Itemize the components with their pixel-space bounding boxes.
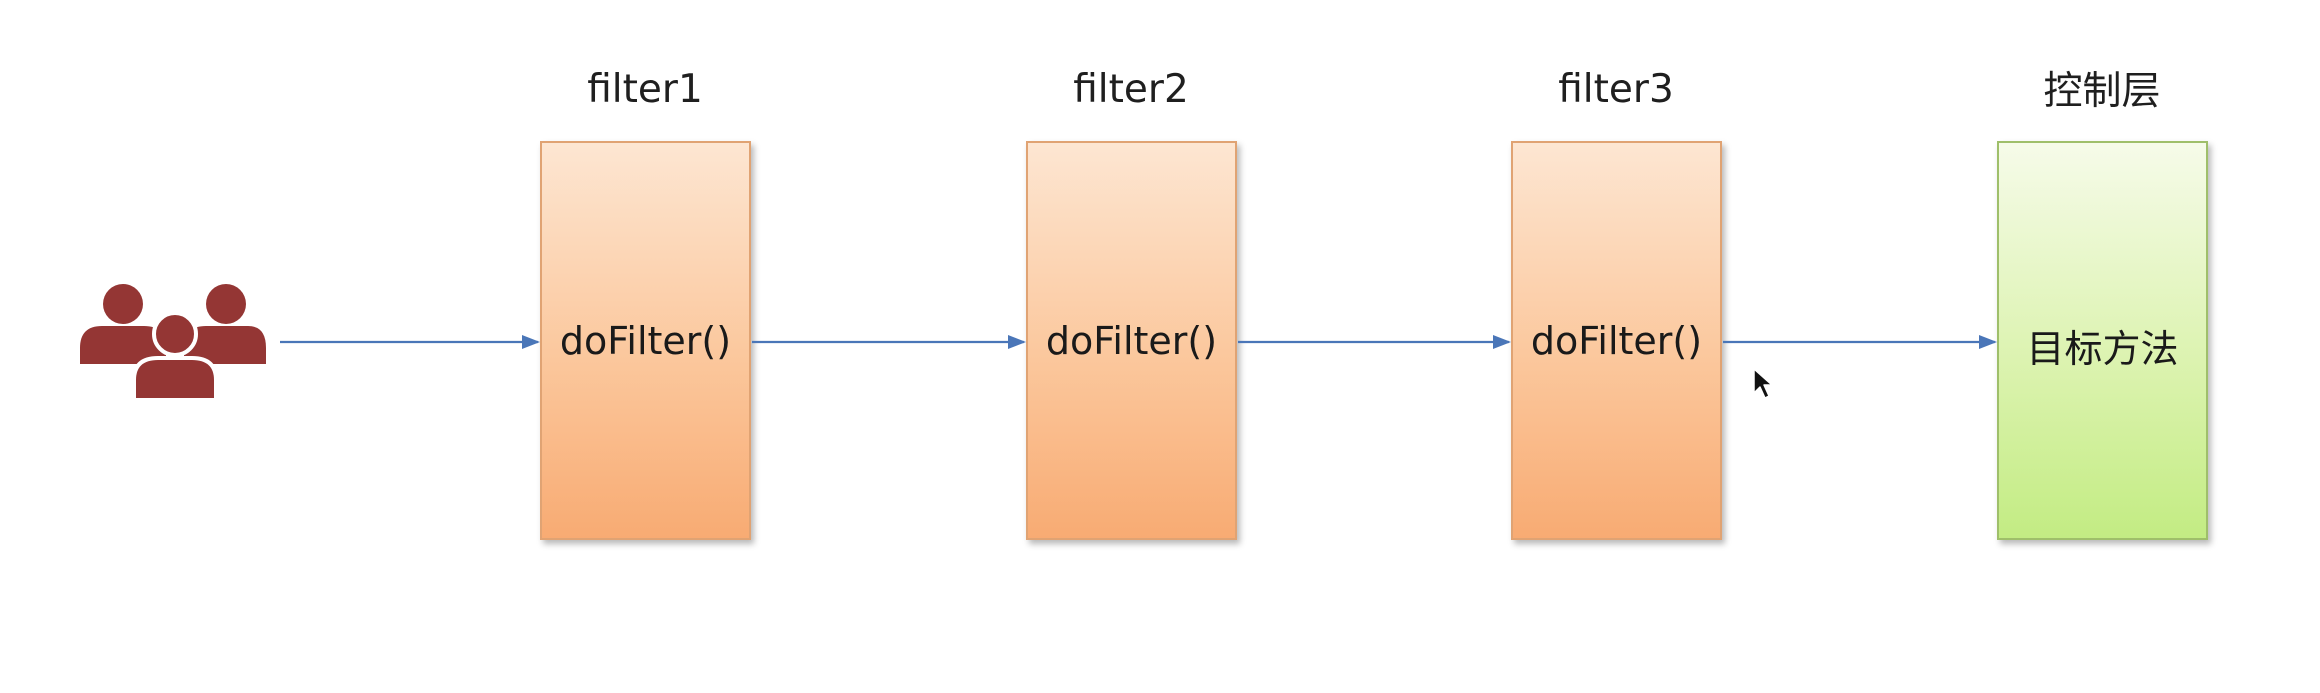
filter2-method: doFilter() xyxy=(1045,318,1218,363)
mouse-pointer-icon xyxy=(1753,368,1773,399)
filter3-method: doFilter() xyxy=(1530,318,1703,363)
filter3-box: doFilter() xyxy=(1511,141,1722,540)
filter2-box: doFilter() xyxy=(1026,141,1237,540)
filter1-method: doFilter() xyxy=(559,318,732,363)
filter1-box: doFilter() xyxy=(540,141,751,540)
users-group-icon xyxy=(80,284,266,400)
filter2-label: filter2 xyxy=(1073,67,1189,112)
target-method-text: 目标方法 xyxy=(2026,327,2179,371)
filter1-label: filter1 xyxy=(587,67,703,112)
filter3-label: filter3 xyxy=(1558,67,1674,112)
controller-layer-label: 控制层 xyxy=(2043,69,2161,114)
target-method-box: 目标方法 xyxy=(1997,141,2208,540)
